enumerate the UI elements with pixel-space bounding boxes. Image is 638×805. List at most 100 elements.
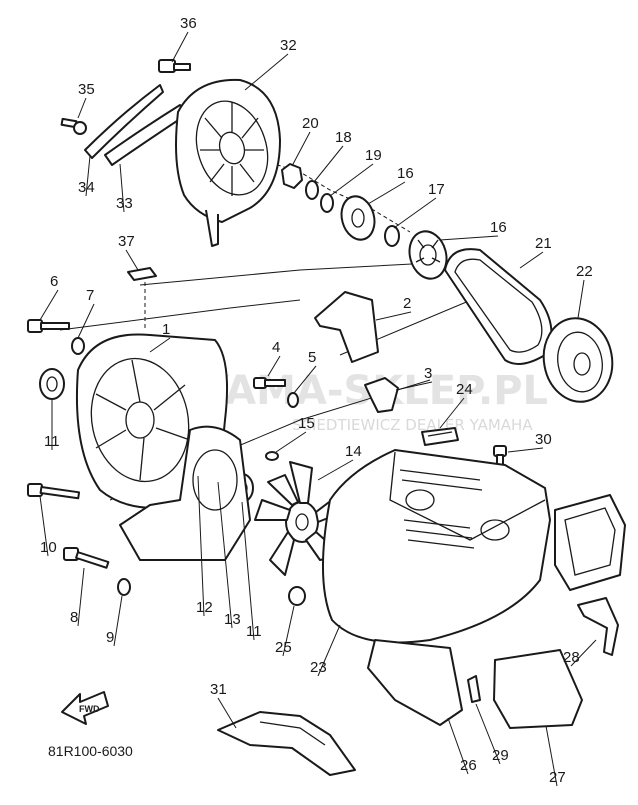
- callout-leader-4: [267, 355, 281, 377]
- callout-leader-20: [291, 131, 311, 167]
- part-4-bolt: [253, 377, 286, 389]
- callout-leader-15: [275, 431, 307, 453]
- callout-number: 7: [86, 287, 94, 304]
- callout-number: 4: [272, 339, 280, 356]
- part-36-screw: [158, 59, 191, 73]
- callout-number: 22: [576, 263, 593, 280]
- callout-number: 6: [50, 273, 58, 290]
- callout-number: 23: [310, 659, 327, 676]
- callout-number: 30: [535, 431, 552, 448]
- callout-number: 11: [246, 623, 262, 640]
- part-5-washer: [287, 392, 299, 408]
- part-7-washer: [71, 337, 85, 355]
- callout-number: 16: [397, 165, 414, 182]
- part-32-fan-housing: [175, 78, 281, 247]
- callout-number: 24: [456, 381, 473, 398]
- callout-leader-13: [217, 481, 233, 629]
- callout-leader-12: [197, 475, 205, 617]
- callout-number: 28: [563, 649, 580, 666]
- callout-number: 34: [78, 179, 95, 196]
- callout-number: 32: [280, 37, 297, 54]
- callout-leader-19: [329, 163, 374, 197]
- callout-number: 27: [549, 769, 566, 786]
- callout-number: 8: [70, 609, 78, 626]
- callout-number: 15: [298, 415, 315, 432]
- callout-number: 21: [535, 235, 552, 252]
- callout-leader-2: [375, 311, 412, 321]
- callout-number: 37: [118, 233, 135, 250]
- callout-leader-25: [282, 605, 295, 657]
- callout-leader-9: [113, 595, 123, 647]
- part-16-sheave-lower: [408, 230, 448, 280]
- callout-number: 5: [308, 349, 316, 366]
- callout-number: 31: [210, 681, 227, 698]
- fwd-arrow-icon: FWD: [61, 691, 109, 725]
- callout-leader-5: [293, 365, 317, 394]
- callout-leader-26: [447, 717, 469, 775]
- part-22-pulley: [542, 317, 614, 403]
- callout-leader-32: [244, 53, 289, 91]
- callout-leader-17: [393, 197, 437, 229]
- part-3-bracket: [364, 377, 399, 413]
- callout-number: 11: [44, 433, 60, 450]
- callout-leader-1: [149, 337, 171, 353]
- part-9-washer: [117, 578, 131, 596]
- part-35-screw: [60, 117, 87, 135]
- part-2-bracket: [314, 291, 379, 363]
- callout-leader-36: [171, 31, 189, 63]
- callout-number: 33: [116, 195, 133, 212]
- part-17-washer: [384, 225, 400, 247]
- callout-leader-33: [119, 163, 125, 213]
- part-crankcase-cover: [119, 425, 251, 561]
- callout-leader-24: [439, 397, 465, 429]
- callout-number: 20: [302, 115, 319, 132]
- callout-leader-16: [367, 181, 406, 205]
- callout-leader-27: [545, 725, 558, 787]
- part-33-strip: [104, 104, 187, 166]
- part-18-washer: [305, 180, 319, 200]
- callout-leader-23: [317, 624, 341, 677]
- callout-leader-37: [125, 249, 139, 271]
- part-8-bolt: [63, 547, 110, 569]
- callout-number: 25: [275, 639, 292, 656]
- callout-number: 19: [365, 147, 382, 164]
- callout-leader-22: [577, 279, 585, 319]
- part-19-washer: [320, 193, 334, 213]
- part-16-sheave-upper: [340, 195, 376, 241]
- part-26-plate: [367, 639, 463, 726]
- callout-number: 26: [460, 757, 477, 774]
- callout-leader-21: [519, 251, 544, 269]
- part-29-clip: [467, 675, 481, 703]
- part-37-clip: [127, 267, 157, 281]
- callout-leader-29: [475, 703, 501, 765]
- part-24-label-plate: [421, 427, 459, 446]
- callout-leader-11: [241, 501, 255, 641]
- callout-leader-3: [395, 381, 433, 391]
- part-28-handle: [577, 597, 619, 656]
- part-20-nut: [281, 163, 303, 189]
- callout-number: 17: [428, 181, 445, 198]
- diagram-code: 81R100-6030: [48, 743, 133, 759]
- callout-leader-6: [39, 289, 59, 321]
- callout-number: 36: [180, 15, 197, 32]
- callout-number: 13: [224, 611, 241, 628]
- callout-number: 12: [196, 599, 213, 616]
- callout-leader-14: [317, 459, 354, 481]
- callout-leaders: [39, 31, 597, 787]
- part-21-belt: [444, 248, 553, 365]
- watermark-subtext: SCIEDTIEWICZ DEALER YAMAHA: [292, 416, 533, 434]
- part-6-bolt: [27, 319, 70, 333]
- callout-leader-30: [507, 447, 544, 453]
- part-15-pin: [265, 451, 279, 461]
- callout-number: 18: [335, 129, 352, 146]
- callout-number: 9: [106, 629, 114, 646]
- part-23-shroud: [322, 449, 626, 644]
- part-27-block: [493, 649, 583, 729]
- callout-numbers: 3632352018191617162122343337671245324301…: [40, 15, 593, 786]
- callout-leader-31: [217, 697, 237, 729]
- callout-leader-28: [570, 639, 597, 667]
- callout-number: 35: [78, 81, 95, 98]
- part-10-bolt: [27, 483, 81, 500]
- callout-leader-35: [77, 97, 87, 119]
